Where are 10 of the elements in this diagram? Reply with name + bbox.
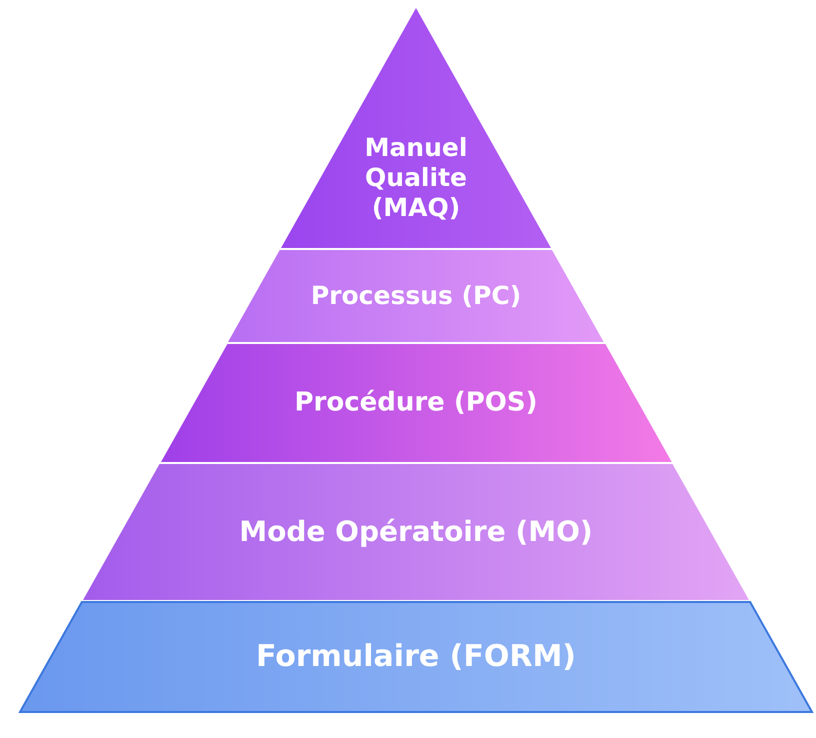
- pyramid-tier: [20, 602, 812, 712]
- pyramid-tier: [83, 464, 749, 600]
- tier-label: Formulaire (FORM): [254, 639, 578, 675]
- pyramid-tier: [160, 344, 672, 462]
- tier-label: Procédure (POS): [293, 387, 539, 419]
- pyramid-tier: [281, 8, 551, 248]
- tier-label: Manuel Qualite (MAQ): [364, 133, 468, 223]
- pyramid-tier: [228, 250, 604, 342]
- tier-label: Mode Opératoire (MO): [238, 515, 594, 549]
- tier-label: Processus (PC): [310, 281, 522, 311]
